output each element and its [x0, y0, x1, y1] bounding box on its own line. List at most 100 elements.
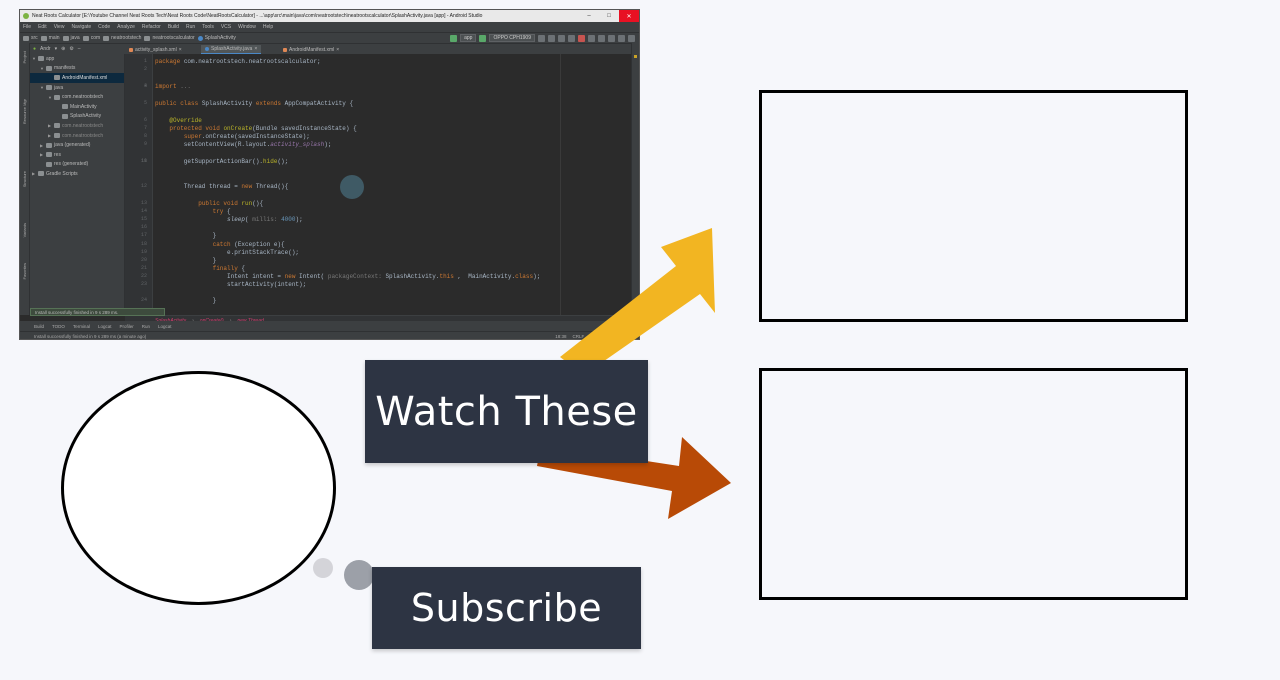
layout-inspector-icon[interactable] [618, 34, 625, 42]
tree-expand-icon[interactable]: ▶ [32, 171, 36, 177]
minimize-icon[interactable]: – [587, 13, 591, 19]
menu-item-refactor[interactable]: Refactor [141, 24, 161, 30]
breadcrumb-src[interactable]: src [23, 35, 38, 41]
breadcrumb-com[interactable]: com [82, 35, 100, 41]
code-line: getSupportActionBar().hide(); [155, 158, 289, 165]
tree-expand-icon[interactable]: ▶ [40, 152, 44, 158]
menu-item-build[interactable]: Build [167, 24, 179, 30]
xml-file-icon [283, 47, 287, 52]
stop-icon[interactable] [578, 34, 585, 42]
close-icon[interactable]: × [178, 46, 182, 53]
tree-item-label: java [54, 84, 64, 91]
favorites-tool-icon[interactable]: Favorites [22, 263, 27, 280]
debug-icon[interactable] [548, 34, 555, 42]
video-placeholder-bottom[interactable] [759, 368, 1188, 600]
file-encoding[interactable]: UTF-8 [590, 334, 603, 339]
profile-icon[interactable] [558, 34, 565, 42]
breadcrumb-neatrootstech[interactable]: neatrootstech [103, 35, 141, 41]
attach-debugger-icon[interactable] [568, 34, 575, 42]
menu-item-code[interactable]: Code [98, 24, 111, 30]
tab-androidmanifest-xml[interactable]: AndroidManifest.xml× [279, 45, 343, 54]
tree-expand-icon[interactable]: ▼ [40, 85, 44, 91]
tool-window-build[interactable]: Build [34, 323, 45, 329]
hide-icon[interactable]: – [77, 45, 81, 52]
tool-window-logcat[interactable]: Logcat [97, 323, 112, 329]
menu-item-analyze[interactable]: Analyze [117, 24, 135, 30]
sync-gradle-icon[interactable] [588, 34, 595, 42]
tab-splashactivity-java[interactable]: SplashActivity.java× [201, 45, 262, 54]
build-variants-tool-icon[interactable]: Variants [22, 223, 27, 238]
tree-item[interactable]: ▶com.neatrootstech [30, 121, 124, 131]
close-icon[interactable]: × [336, 46, 340, 53]
make-project-icon[interactable] [450, 34, 458, 42]
tool-window-logcat[interactable]: Logcat [158, 323, 172, 329]
code-crumb-class[interactable]: SplashActivity [155, 318, 186, 324]
line-separator[interactable]: CRLF [572, 334, 585, 339]
tree-expand-icon[interactable]: ▼ [40, 65, 44, 71]
code-crumb-thread[interactable]: new Thread [237, 318, 263, 324]
tree-expand-icon[interactable]: ▶ [48, 133, 52, 139]
tab-activity-splash-xml[interactable]: activity_splash.xml× [125, 45, 186, 54]
tree-expand-icon[interactable]: ▼ [32, 56, 36, 62]
right-margin-guide [560, 54, 561, 315]
breadcrumb-neatrootscalculator[interactable]: neatrootscalculator [144, 35, 195, 41]
subscribe-button[interactable]: Subscribe [372, 567, 641, 649]
tool-window-profiler[interactable]: Profiler [119, 323, 134, 329]
run-icon[interactable] [479, 34, 487, 42]
tool-window-terminal[interactable]: Terminal [72, 323, 90, 329]
gear-icon[interactable]: ⚙ [69, 45, 74, 52]
resource-manager-tool-icon[interactable]: Resource Mgr [22, 99, 27, 125]
channel-avatar-bubble[interactable] [61, 371, 336, 605]
menu-item-tools[interactable]: Tools [202, 24, 214, 30]
sdk-manager-icon[interactable] [608, 34, 615, 42]
menu-item-vcs[interactable]: VCS [220, 24, 232, 30]
tree-item[interactable]: ▼app [30, 54, 124, 64]
breadcrumb-splashactivity[interactable]: SplashActivity [197, 35, 236, 41]
menu-item-window[interactable]: Window [238, 24, 256, 30]
tree-expand-icon[interactable]: ▼ [48, 94, 52, 100]
tool-window-run[interactable]: Run [141, 323, 150, 329]
close-icon[interactable]: ✕ [619, 10, 639, 22]
tree-item[interactable]: ▶java (generated) [30, 140, 124, 150]
chevron-down-icon[interactable]: ▾ [54, 45, 58, 52]
tree-item[interactable]: res (generated) [30, 160, 124, 170]
run-config-select[interactable]: app [460, 34, 477, 42]
apply-changes-icon[interactable] [538, 34, 545, 42]
avd-manager-icon[interactable] [598, 34, 605, 42]
tree-item[interactable]: MainActivity [30, 102, 124, 112]
tree-item[interactable]: ▶Gradle Scripts [30, 169, 124, 179]
menu-item-file[interactable]: File [23, 24, 32, 30]
code-crumb-method[interactable]: onCreate() [200, 318, 224, 324]
device-select[interactable]: OPPO CPH1909 [489, 34, 535, 42]
breadcrumb-java[interactable]: java [62, 35, 80, 41]
menu-item-run[interactable]: Run [185, 24, 196, 30]
tool-window-todo[interactable]: TODO [52, 323, 65, 329]
tree-item[interactable]: ▶res [30, 150, 124, 160]
status-message[interactable]: Install successfully finished in 9 s 289… [34, 334, 147, 339]
tree-item[interactable]: ▼ java [30, 83, 124, 93]
project-view-select[interactable]: Andr [40, 45, 51, 52]
tree-item[interactable]: ▼com.neatrootstech [30, 92, 124, 102]
structure-tool-icon[interactable]: Structure [22, 171, 27, 188]
locate-icon[interactable]: ⊕ [61, 45, 66, 52]
tree-item[interactable]: ▼manifests [30, 64, 124, 74]
tree-item[interactable]: AndroidManifest.xml [30, 73, 124, 83]
tree-expand-icon[interactable]: ▶ [40, 142, 44, 148]
tree-item[interactable]: SplashActivity [30, 112, 124, 122]
project-tool-icon[interactable]: Project [22, 51, 27, 64]
close-icon[interactable]: × [254, 46, 258, 52]
tree-item[interactable]: ▶com.neatrootstech [30, 131, 124, 141]
indent-setting[interactable]: 4 spaces [608, 334, 627, 339]
video-placeholder-top[interactable] [759, 90, 1188, 322]
code-editor[interactable]: package com.neatrootstech.neatrootscalcu… [155, 54, 630, 315]
install-notification[interactable]: Install successfully finished in 9 s 289… [30, 308, 165, 316]
menu-item-view[interactable]: View [53, 24, 65, 30]
maximize-icon[interactable]: □ [607, 13, 611, 19]
tree-expand-icon[interactable]: ▶ [48, 123, 52, 129]
caret-position[interactable]: 18:38 [555, 334, 567, 339]
menu-item-help[interactable]: Help [262, 24, 274, 30]
breadcrumb-main[interactable]: main [40, 35, 60, 41]
search-icon[interactable] [628, 34, 635, 42]
menu-item-edit[interactable]: Edit [38, 24, 47, 30]
menu-item-navigate[interactable]: Navigate [71, 24, 92, 30]
